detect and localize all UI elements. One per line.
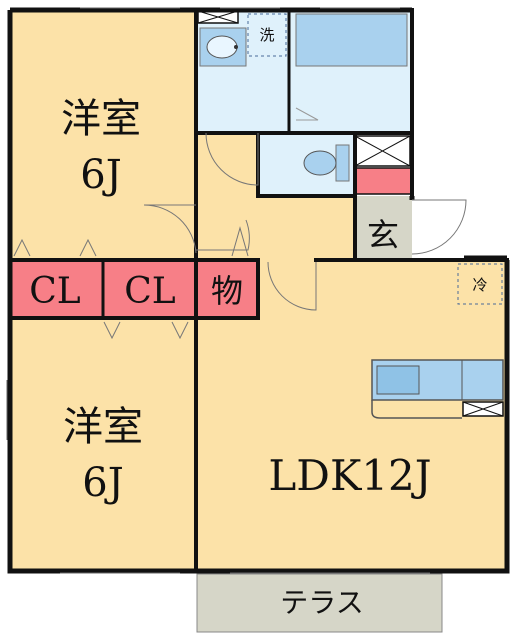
- washer-label: 洗: [259, 26, 274, 44]
- western-room-bottom: [10, 318, 196, 571]
- counter-base: [371, 400, 462, 419]
- toilet-bowl: [303, 150, 337, 176]
- kitchen-sink: [376, 365, 420, 395]
- bathtub: [295, 13, 408, 67]
- terrace: [196, 573, 443, 633]
- closet-left-label: CL: [29, 271, 81, 312]
- washbasin-bowl: [206, 35, 238, 59]
- toilet-tank: [335, 144, 350, 182]
- fridge-label: 冷: [472, 276, 487, 294]
- closet-door-marks: [13, 226, 249, 340]
- ldk-label: LDK12J: [268, 451, 431, 500]
- storage: [197, 260, 258, 318]
- storage-label: 物: [211, 272, 243, 310]
- western-room-top-size: 6J: [80, 152, 121, 198]
- western-room-top: [10, 10, 196, 260]
- western-room-bottom-name: 洋室: [63, 404, 143, 450]
- western-room-top-name: 洋室: [61, 96, 141, 142]
- entrance-floor: [355, 196, 412, 260]
- closet-mid: [104, 260, 196, 318]
- closet-mid-label: CL: [124, 271, 176, 312]
- washbasin-tap: [234, 45, 238, 49]
- terrace-label: テラス: [280, 586, 363, 619]
- bathroom-door: [295, 107, 319, 121]
- western-room-bottom-size: 6J: [82, 460, 123, 506]
- shoe-cabinet: [354, 167, 412, 195]
- windows: [6, 7, 430, 574]
- entrance-label: 玄: [367, 216, 399, 254]
- closet-left: [10, 260, 102, 318]
- door-swings: [143, 132, 467, 311]
- washer-space: [247, 13, 287, 57]
- exterior-walls: [7, 7, 510, 574]
